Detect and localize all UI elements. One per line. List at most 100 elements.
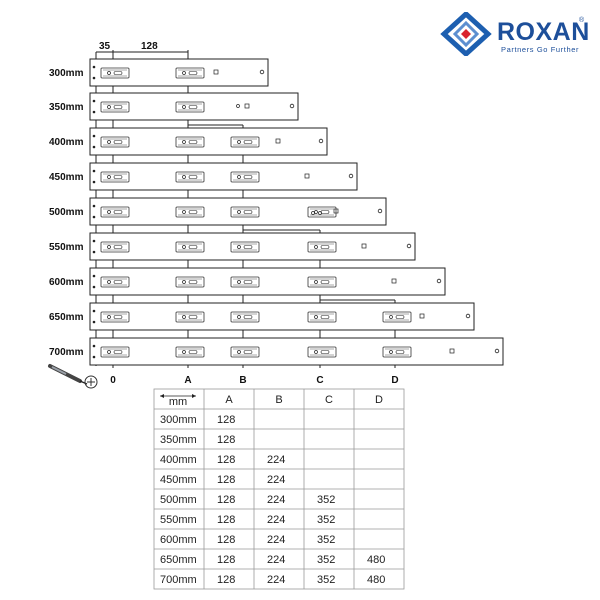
slot-A-600mm xyxy=(175,276,205,288)
table-cell-C: 352 xyxy=(317,494,335,506)
table-cell-D: 480 xyxy=(367,554,385,566)
table-cell-B: 224 xyxy=(267,454,285,466)
rail-650mm xyxy=(89,302,475,331)
slot-A-500mm xyxy=(175,206,205,218)
roxan-diamond-icon xyxy=(440,10,492,58)
rail-600mm xyxy=(89,267,446,296)
axis-letter-A: A xyxy=(184,375,191,386)
slot-C-500mm xyxy=(307,206,337,218)
rail-700mm xyxy=(89,337,504,366)
table-cell-A: 128 xyxy=(217,474,235,486)
screw-head-icon xyxy=(84,375,98,389)
slot-A-350mm xyxy=(175,101,205,113)
slot-C-550mm xyxy=(307,241,337,253)
slot-A-450mm xyxy=(175,171,205,183)
table-cell-A: 128 xyxy=(217,454,235,466)
row-label-300mm: 300mm xyxy=(49,68,84,79)
slot-0-400mm xyxy=(100,136,130,148)
table-header-D: D xyxy=(375,394,383,406)
table-cell-size: 500mm xyxy=(160,494,197,506)
table-cell-size: 550mm xyxy=(160,514,197,526)
slot-D-700mm xyxy=(382,346,412,358)
table-cell-D: 480 xyxy=(367,574,385,586)
row-label-650mm: 650mm xyxy=(49,312,84,323)
slot-0-550mm xyxy=(100,241,130,253)
brand-name: ROXAN xyxy=(497,18,590,46)
table-cell-A: 128 xyxy=(217,554,235,566)
rail-300mm xyxy=(89,58,269,87)
row-label-700mm: 700mm xyxy=(49,347,84,358)
table-cell-B: 224 xyxy=(267,554,285,566)
rail-450mm xyxy=(89,162,358,191)
slot-0-300mm xyxy=(100,67,130,79)
slot-A-550mm xyxy=(175,241,205,253)
table-cell-size: 300mm xyxy=(160,414,197,426)
screwdriver-icon xyxy=(48,364,88,385)
slot-D-650mm xyxy=(382,311,412,323)
table-header-A: A xyxy=(225,394,233,406)
table-cell-B: 224 xyxy=(267,534,285,546)
table-cell-size: 400mm xyxy=(160,454,197,466)
slot-B-400mm xyxy=(230,136,260,148)
slot-B-450mm xyxy=(230,171,260,183)
slot-0-600mm xyxy=(100,276,130,288)
slot-B-500mm xyxy=(230,206,260,218)
table-header-B: B xyxy=(275,394,282,406)
rail-550mm xyxy=(89,232,416,261)
slot-0-700mm xyxy=(100,346,130,358)
slot-B-550mm xyxy=(230,241,260,253)
table-cell-size: 350mm xyxy=(160,434,197,446)
table-cell-A: 128 xyxy=(217,534,235,546)
table-cell-size: 700mm xyxy=(160,574,197,586)
table-cell-size: 650mm xyxy=(160,554,197,566)
table-unit-label: mm xyxy=(169,396,187,408)
table-cell-C: 352 xyxy=(317,514,335,526)
row-label-400mm: 400mm xyxy=(49,137,84,148)
axis-letter-0: 0 xyxy=(110,375,116,386)
slot-C-650mm xyxy=(307,311,337,323)
slot-A-650mm xyxy=(175,311,205,323)
table-cell-B: 224 xyxy=(267,514,285,526)
table-header-C: C xyxy=(325,394,333,406)
slot-0-500mm xyxy=(100,206,130,218)
rail-500mm xyxy=(89,197,387,226)
row-label-550mm: 550mm xyxy=(49,242,84,253)
rail-400mm xyxy=(89,127,328,156)
slot-A-700mm xyxy=(175,346,205,358)
table-cell-C: 352 xyxy=(317,574,335,586)
table-cell-A: 128 xyxy=(217,494,235,506)
brand-registered: ® xyxy=(579,17,585,24)
row-label-500mm: 500mm xyxy=(49,207,84,218)
table-cell-C: 352 xyxy=(317,534,335,546)
table-cell-C: 352 xyxy=(317,554,335,566)
slot-0-450mm xyxy=(100,171,130,183)
axis-letter-B: B xyxy=(239,375,246,386)
table-cell-B: 224 xyxy=(267,574,285,586)
slot-0-650mm xyxy=(100,311,130,323)
table-cell-size: 600mm xyxy=(160,534,197,546)
table-cell-A: 128 xyxy=(217,574,235,586)
spacing-table xyxy=(153,388,405,590)
slot-A-300mm xyxy=(175,67,205,79)
table-cell-A: 128 xyxy=(217,414,235,426)
axis-letter-C: C xyxy=(316,375,323,386)
slot-C-700mm xyxy=(307,346,337,358)
dim-label-35: 35 xyxy=(99,41,111,52)
brand-tagline: Partners Go Further xyxy=(501,45,580,54)
slot-B-700mm xyxy=(230,346,260,358)
row-label-450mm: 450mm xyxy=(49,172,84,183)
roxan-logo: ROXAN ® Partners Go Further xyxy=(440,10,590,58)
dim-label-128-top: 128 xyxy=(141,41,158,52)
row-label-350mm: 350mm xyxy=(49,102,84,113)
slot-B-650mm xyxy=(230,311,260,323)
table-cell-A: 128 xyxy=(217,514,235,526)
rail-350mm xyxy=(89,92,299,121)
table-cell-B: 224 xyxy=(267,494,285,506)
slot-B-600mm xyxy=(230,276,260,288)
slot-A-400mm xyxy=(175,136,205,148)
axis-letter-D: D xyxy=(391,375,398,386)
table-cell-A: 128 xyxy=(217,434,235,446)
slot-C-600mm xyxy=(307,276,337,288)
table-cell-B: 224 xyxy=(267,474,285,486)
